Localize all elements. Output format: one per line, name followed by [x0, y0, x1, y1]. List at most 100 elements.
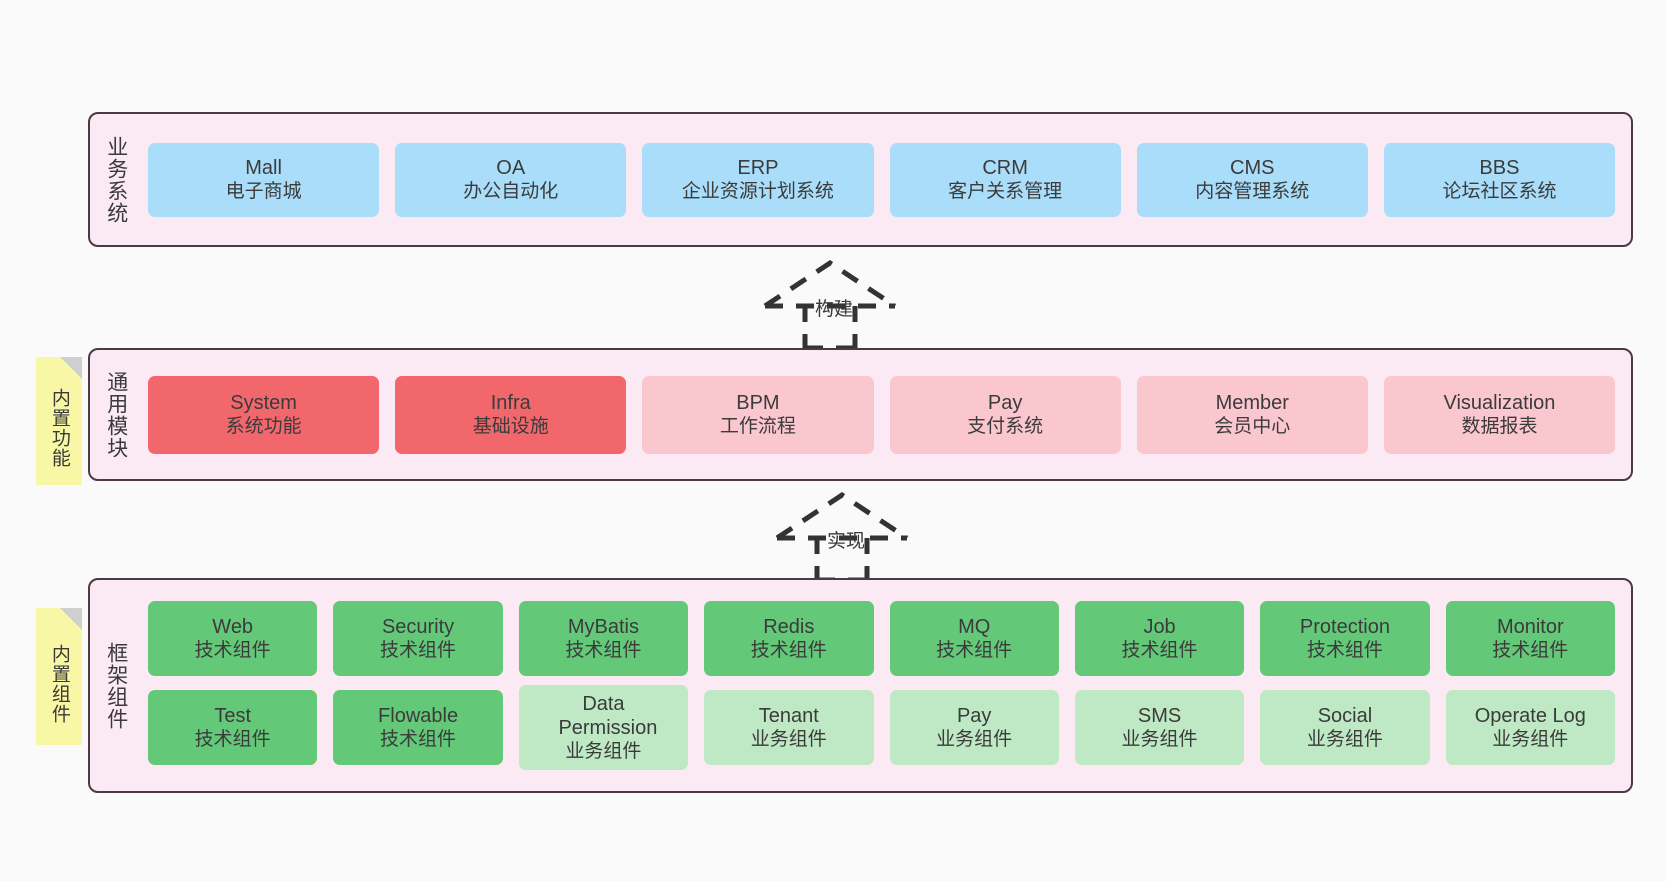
framework-row-tech: Web 技术组件 Security 技术组件 MyBatis 技术组件 Redi… [148, 601, 1615, 676]
card-flowable[interactable]: Flowable 技术组件 [333, 690, 503, 765]
card-subtitle: 论坛社区系统 [1442, 181, 1557, 203]
card-subtitle: 企业资源计划系统 [681, 181, 834, 203]
card-subtitle: 技术组件 [565, 640, 642, 662]
card-title: Flowable [378, 704, 459, 727]
card-title: SMS [1137, 704, 1182, 727]
card-title: System [230, 391, 297, 414]
card-web[interactable]: Web 技术组件 [148, 601, 318, 676]
card-subtitle: 技术组件 [194, 640, 271, 662]
card-oa[interactable]: OA 办公自动化 [395, 142, 627, 217]
card-mybatis[interactable]: MyBatis 技术组件 [518, 601, 689, 676]
card-subtitle: 客户关系管理 [948, 181, 1063, 203]
card-title: Web [212, 615, 254, 638]
folded-corner-icon [60, 608, 82, 630]
card-bbs[interactable]: BBS 论坛社区系统 [1383, 142, 1616, 217]
card-subtitle: 业务组件 [565, 741, 642, 763]
card-data-permission[interactable]: Data Permission 业务组件 [518, 685, 689, 770]
card-subtitle: 业务组件 [1121, 729, 1198, 751]
card-title: Job [1143, 615, 1176, 638]
card-subtitle: 业务组件 [750, 729, 827, 751]
card-subtitle: 技术组件 [1121, 640, 1198, 662]
card-title: MQ [958, 615, 991, 638]
connector-implement: 实现 [772, 490, 922, 583]
card-title: MyBatis [567, 615, 639, 638]
card-title: Visualization [1443, 391, 1556, 414]
layer-title-business-systems: 业务系统 [104, 135, 128, 224]
card-subtitle: 基础设施 [472, 416, 549, 438]
card-title: Infra [490, 391, 531, 414]
layer-business-systems: 业务系统 Mall 电子商城 OA 办公自动化 ERP 企业资源计划系统 CRM… [88, 112, 1633, 247]
connector-implement-label: 实现 [827, 531, 866, 552]
card-title: Member [1215, 391, 1289, 414]
card-subtitle: 业务组件 [936, 729, 1013, 751]
card-subtitle: 内容管理系统 [1195, 181, 1310, 203]
card-monitor[interactable]: Monitor 技术组件 [1445, 601, 1615, 676]
connector-build-label: 构建 [815, 299, 854, 320]
card-subtitle: 技术组件 [380, 729, 457, 751]
layer-title-common-modules: 通用模块 [104, 370, 128, 459]
card-infra[interactable]: Infra 基础设施 [395, 375, 627, 454]
card-protection[interactable]: Protection 技术组件 [1260, 601, 1430, 676]
card-pay[interactable]: Pay 支付系统 [889, 375, 1121, 454]
card-member[interactable]: Member 会员中心 [1136, 375, 1368, 454]
layer-title-framework-components: 框架组件 [104, 641, 128, 730]
card-mq[interactable]: MQ 技术组件 [889, 601, 1059, 676]
card-mall[interactable]: Mall 电子商城 [148, 142, 380, 217]
card-system[interactable]: System 系统功能 [148, 375, 380, 454]
card-subtitle: 数据报表 [1461, 416, 1538, 438]
sticky-note-builtin-components: 内置组件 [36, 608, 82, 745]
card-subtitle: 技术组件 [194, 729, 271, 751]
card-title: BPM [736, 391, 780, 414]
card-title: Monitor [1496, 615, 1564, 638]
card-tenant[interactable]: Tenant 业务组件 [704, 690, 874, 765]
card-job[interactable]: Job 技术组件 [1074, 601, 1245, 676]
card-title: Protection [1299, 615, 1390, 638]
card-sms[interactable]: SMS 业务组件 [1074, 690, 1245, 765]
connector-build: 构建 [760, 258, 910, 351]
layer-body-common-modules: System 系统功能 Infra 基础设施 BPM 工作流程 Pay 支付系统… [142, 350, 1631, 479]
card-pay-component[interactable]: Pay 业务组件 [889, 690, 1059, 765]
card-cms[interactable]: CMS 内容管理系统 [1136, 142, 1368, 217]
layer-body-business-systems: Mall 电子商城 OA 办公自动化 ERP 企业资源计划系统 CRM 客户关系… [142, 114, 1631, 245]
card-subtitle: 支付系统 [967, 416, 1044, 438]
card-operate-log[interactable]: Operate Log 业务组件 [1445, 690, 1615, 765]
card-subtitle: 技术组件 [380, 640, 457, 662]
card-title: OA [496, 156, 526, 179]
card-title: CRM [982, 156, 1028, 179]
card-erp[interactable]: ERP 企业资源计划系统 [642, 142, 874, 217]
card-redis[interactable]: Redis 技术组件 [704, 601, 874, 676]
card-title: ERP [737, 156, 779, 179]
card-title: Tenant [758, 704, 819, 727]
card-title: Data Permission [558, 692, 658, 739]
sticky-note-label: 内置组件 [48, 643, 70, 724]
card-subtitle: 电子商城 [225, 181, 302, 203]
card-title: Test [214, 704, 252, 727]
sticky-note-builtin-features: 内置功能 [36, 357, 82, 485]
layer-common-modules: 通用模块 System 系统功能 Infra 基础设施 BPM 工作流程 Pay… [88, 348, 1633, 481]
card-title: Pay [987, 391, 1023, 414]
card-subtitle: 系统功能 [225, 416, 302, 438]
card-title: Security [381, 615, 455, 638]
card-subtitle: 业务组件 [1306, 729, 1383, 751]
card-title: Mall [245, 156, 282, 179]
layer-body-framework-components: Web 技术组件 Security 技术组件 MyBatis 技术组件 Redi… [142, 580, 1631, 791]
card-subtitle: 业务组件 [1492, 729, 1569, 751]
card-crm[interactable]: CRM 客户关系管理 [889, 142, 1121, 217]
card-subtitle: 技术组件 [936, 640, 1013, 662]
card-subtitle: 技术组件 [1306, 640, 1383, 662]
folded-corner-icon [60, 357, 82, 379]
card-bpm[interactable]: BPM 工作流程 [642, 375, 874, 454]
card-subtitle: 工作流程 [719, 416, 796, 438]
framework-row-business: Test 技术组件 Flowable 技术组件 Data Permission … [148, 685, 1615, 770]
layer-framework-components: 框架组件 Web 技术组件 Security 技术组件 MyBatis 技术组件… [88, 578, 1633, 793]
card-title: CMS [1230, 156, 1275, 179]
card-test[interactable]: Test 技术组件 [148, 690, 318, 765]
card-visualization[interactable]: Visualization 数据报表 [1383, 375, 1616, 454]
card-title: BBS [1479, 156, 1520, 179]
sticky-note-label: 内置功能 [48, 388, 70, 468]
card-title: Pay [956, 704, 992, 727]
card-subtitle: 技术组件 [750, 640, 827, 662]
card-social[interactable]: Social 业务组件 [1260, 690, 1430, 765]
card-security[interactable]: Security 技术组件 [333, 601, 503, 676]
